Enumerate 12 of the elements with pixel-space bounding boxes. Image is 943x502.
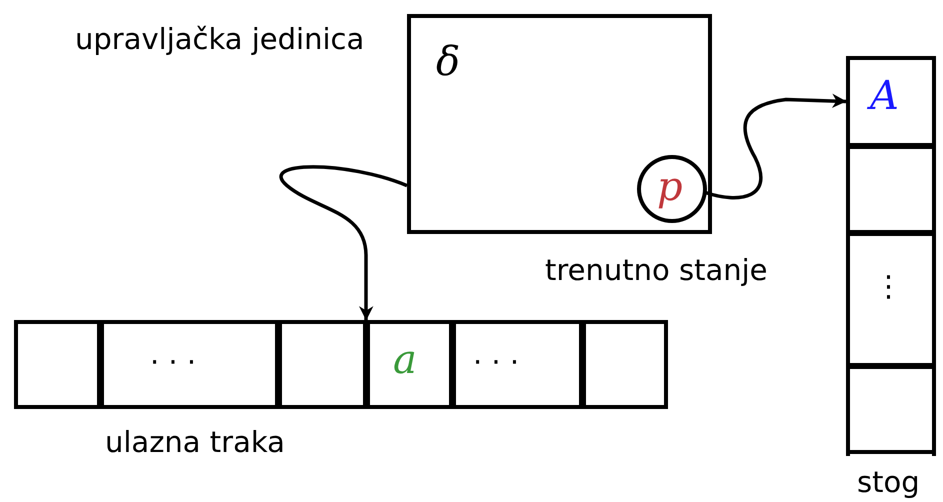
delta-symbol: δ: [436, 42, 460, 82]
state-caption: trenutno stanje: [545, 256, 768, 285]
ellipsis: · · ·: [150, 348, 196, 377]
state-symbol: p: [657, 167, 683, 207]
curved-arrow: [704, 94, 847, 200]
label-text: ulazna traka: [105, 428, 285, 457]
label-text: stog: [857, 468, 920, 497]
curved-arrow: [280, 165, 408, 321]
ellipsis: · · ·: [473, 348, 520, 377]
vertical-ellipsis: ⋮: [874, 272, 903, 301]
label-text: upravljačka jedinica: [75, 25, 364, 54]
tape-symbol: a: [393, 340, 417, 380]
